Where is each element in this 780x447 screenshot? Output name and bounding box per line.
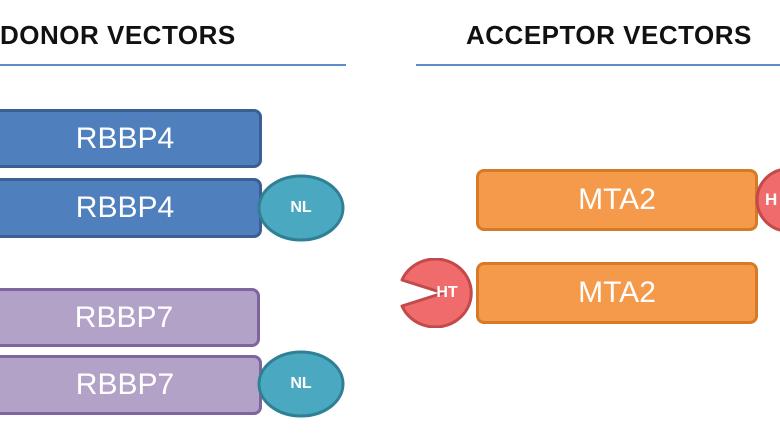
ht-tag: HT (398, 257, 478, 329)
donor-vectors-heading: DONOR VECTORS (0, 20, 236, 50)
ht-tag-label: HT (436, 284, 458, 301)
rbbp7-nl-bar: RBBP7 (0, 355, 262, 415)
mta2-ht-bar: MTA2 (476, 262, 758, 324)
nl-tag-rbbp7: NL (257, 350, 345, 418)
rbbp7-bar: RBBP7 (0, 288, 260, 347)
nl-tag-shape-rbbp4 (257, 174, 345, 242)
nl-tag-rbbp4: NL (257, 174, 345, 242)
acceptor-vectors-heading: ACCEPTOR VECTORS (466, 20, 752, 50)
donor-heading-rule (0, 64, 346, 66)
h-tag-label: H (765, 190, 778, 209)
nl-tag-label: NL (290, 199, 312, 216)
h-tag: H (754, 166, 780, 234)
rbbp4-label: RBBP4 (75, 121, 175, 155)
rbbp4-nl-label: RBBP4 (75, 191, 175, 224)
ht-tag-shape (400, 257, 473, 329)
mta2-ht-label: MTA2 (578, 276, 656, 309)
rbbp7-nl-label: RBBP7 (75, 368, 175, 401)
acceptor-heading-rule (416, 64, 780, 66)
rbbp4-bar: RBBP4 (0, 109, 262, 168)
rbbp4-nl-bar: RBBP4 (0, 178, 262, 238)
nl-tag-label: NL (290, 375, 312, 392)
mta2-h-label: MTA2 (578, 183, 656, 216)
mta2-h-bar: MTA2 (476, 169, 758, 231)
rbbp7-label: RBBP7 (74, 300, 174, 334)
nl-tag-shape-rbbp7 (257, 350, 345, 418)
h-tag-shape (755, 168, 780, 232)
